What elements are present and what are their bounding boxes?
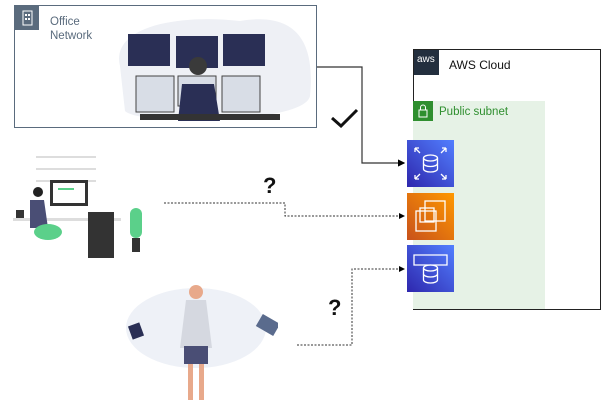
question-mark-home: ?	[263, 173, 277, 198]
aws-logo-text: aws	[417, 54, 435, 65]
lock-icon	[413, 101, 433, 121]
office-network-label: Office Network	[50, 15, 110, 43]
office-label-line2: Network	[50, 30, 93, 42]
office-connector	[317, 66, 406, 167]
home-connector	[164, 202, 405, 219]
mobile-connector	[297, 266, 405, 346]
office-network-group: Office Network	[14, 5, 317, 128]
check-icon	[331, 108, 359, 129]
public-subnet-label: Public subnet	[439, 106, 509, 118]
chip-icon	[415, 200, 446, 232]
home-worker-illustration	[13, 156, 142, 258]
rds-proxy-service[interactable]	[407, 140, 454, 187]
office-illustration	[119, 19, 311, 121]
mobile-worker-illustration	[126, 285, 278, 400]
database-arrows-icon	[414, 147, 447, 180]
elasticache-service[interactable]	[407, 245, 454, 292]
aws-logo-icon: aws	[414, 50, 439, 75]
memory-database-icon	[413, 254, 448, 284]
ec2-instance-service[interactable]	[407, 193, 454, 240]
building-icon	[15, 6, 39, 30]
aws-cloud-label: AWS Cloud	[449, 58, 511, 72]
question-mark-mobile: ?	[328, 295, 342, 320]
office-label-line1: Office	[50, 16, 80, 28]
